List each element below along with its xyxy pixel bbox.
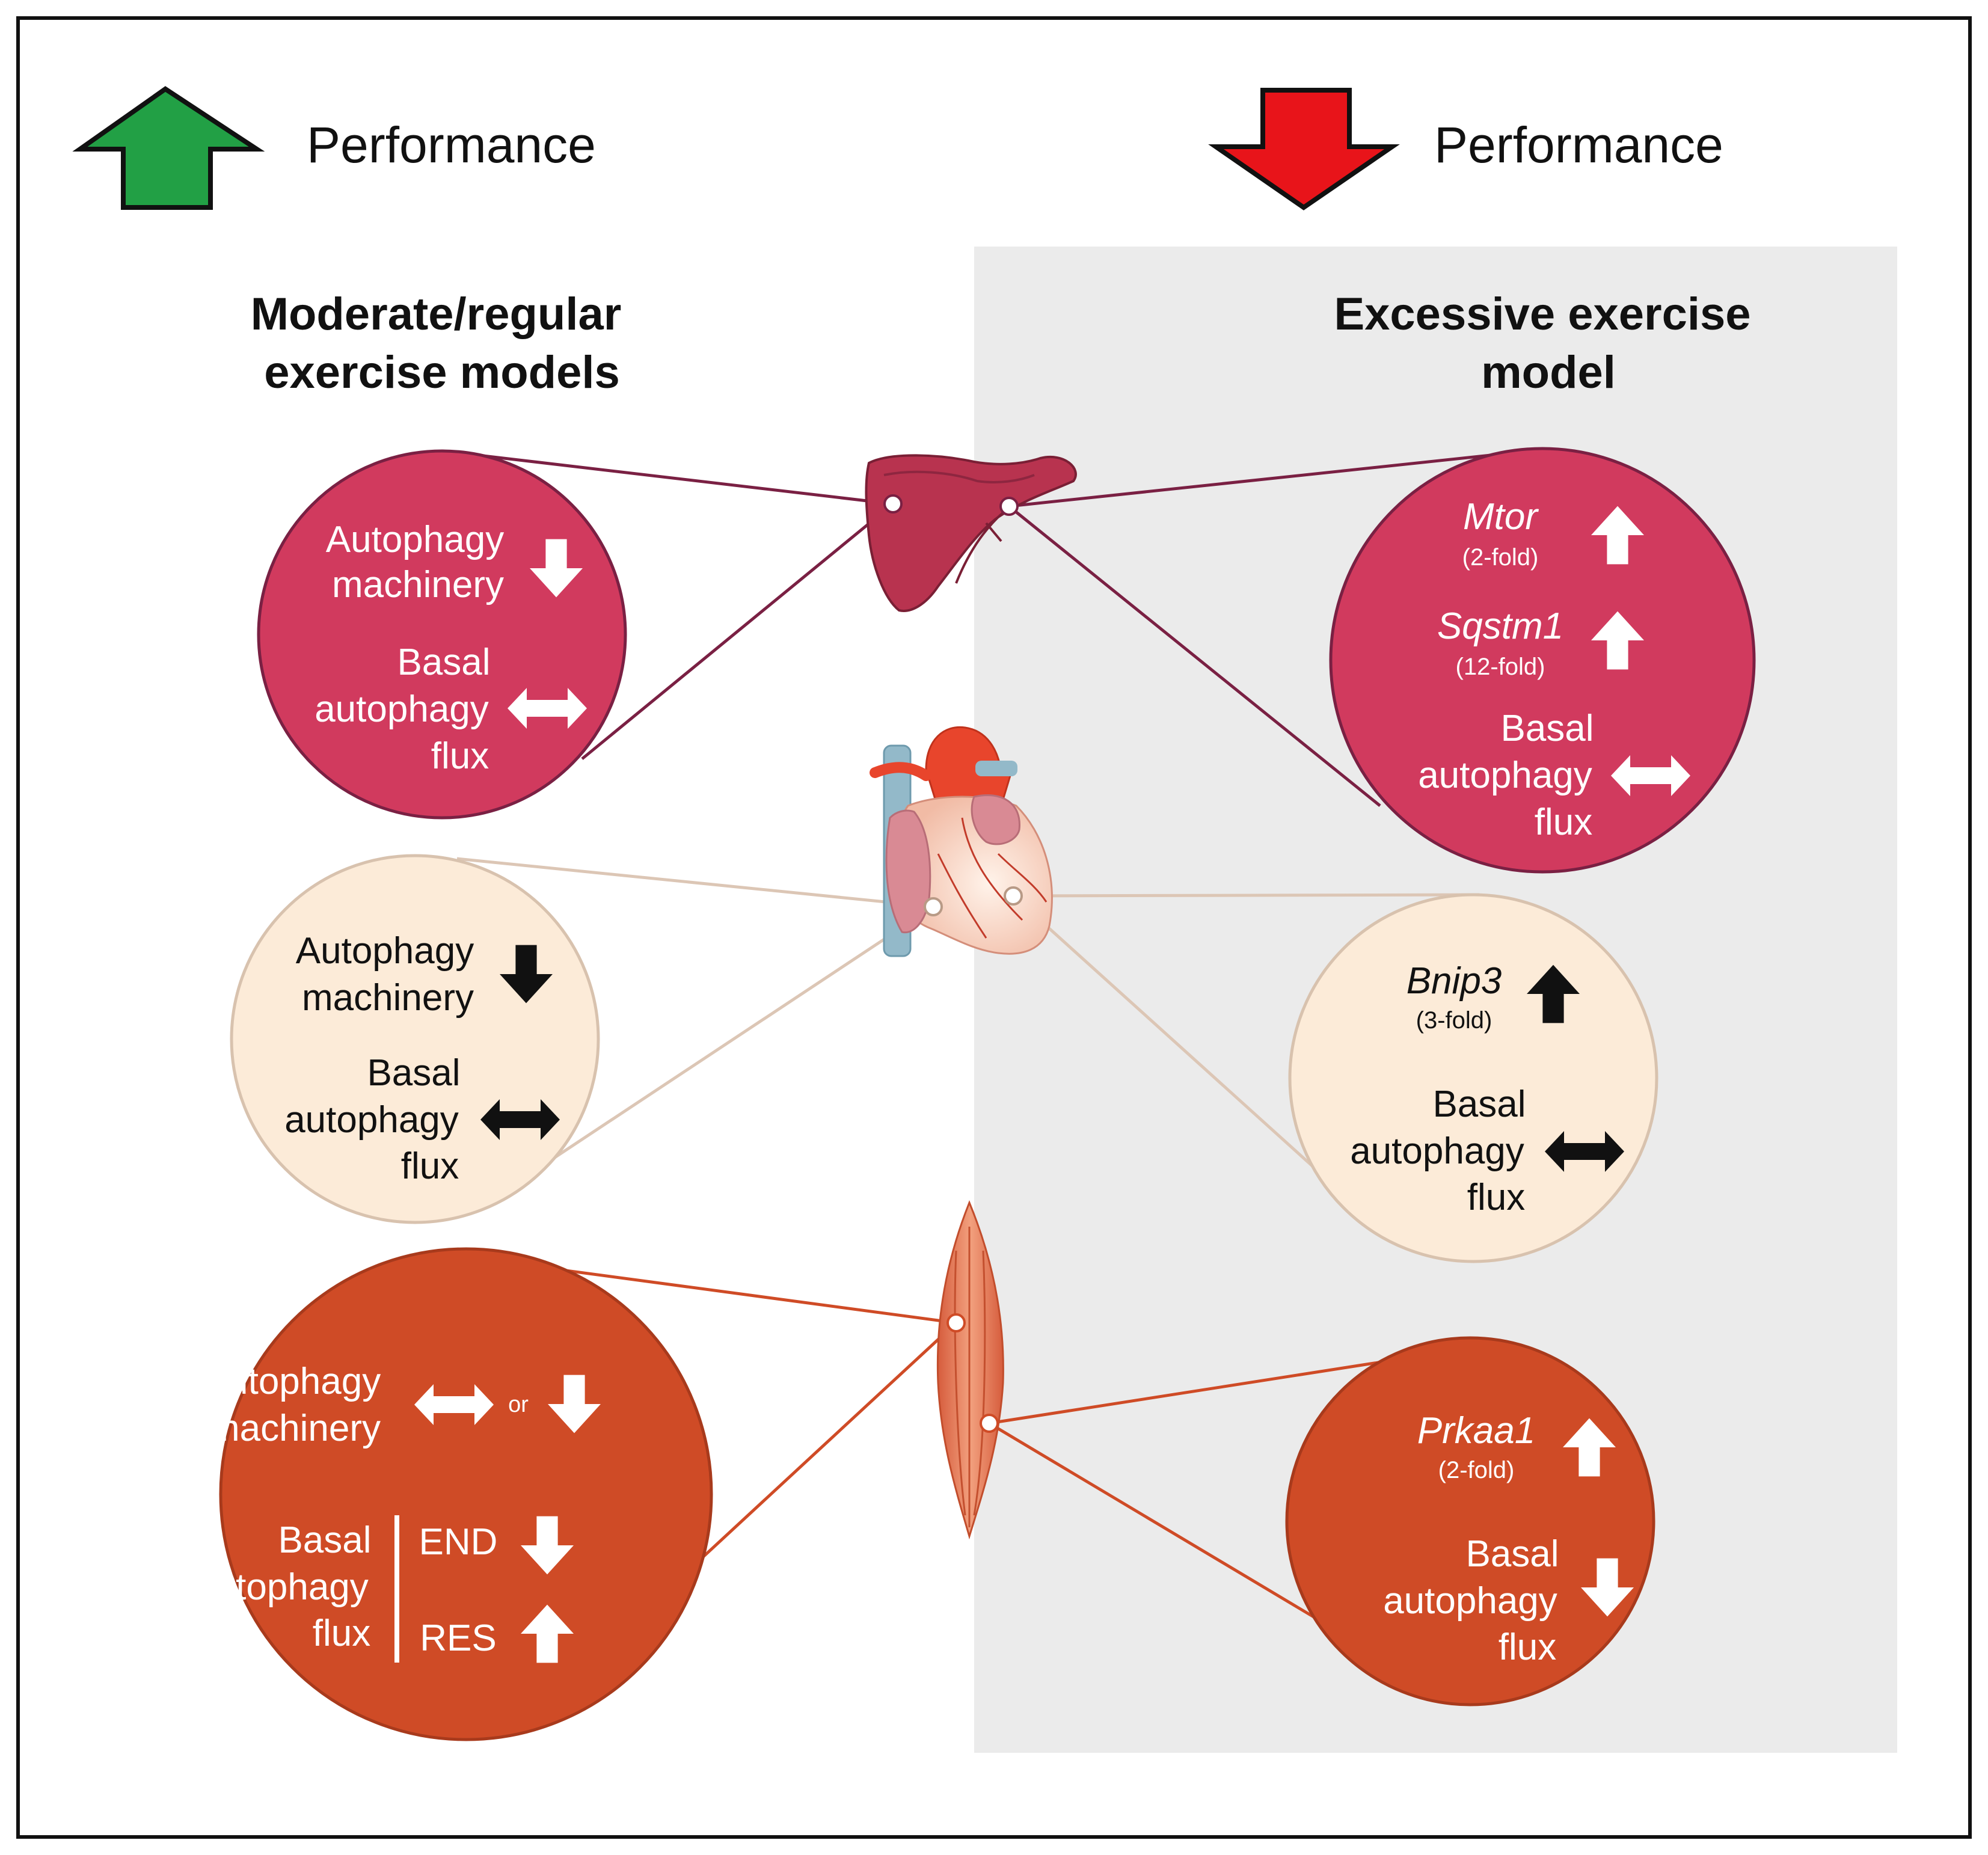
muscle-right-gene-fold: (2-fold)	[1438, 1457, 1515, 1483]
muscle-left-res-label: RES	[420, 1617, 496, 1659]
liver-right-gene2-fold: (12-fold)	[1456, 654, 1545, 680]
right-column-title-line2: model	[1481, 347, 1616, 398]
performance-down-arrow-icon	[1208, 88, 1400, 210]
right-column-title-line1: Excessive exercise	[1334, 289, 1750, 340]
liver-right-gene1-fold: (2-fold)	[1462, 544, 1539, 571]
performance-down-label: Performance	[1434, 117, 1723, 173]
heart-left-machinery-line1: Autophagy	[296, 930, 474, 972]
muscle-right-flux-line1: Basal	[1465, 1533, 1559, 1575]
muscle-left-end-label: END	[419, 1521, 498, 1563]
heart-left-flux-line3: flux	[401, 1145, 459, 1187]
heart-right-flux-line1: Basal	[1432, 1084, 1526, 1125]
liver-connectors	[441, 449, 1531, 807]
muscle-left-flux-line3: flux	[313, 1613, 370, 1654]
heart-connectors	[456, 857, 1480, 1177]
muscle-left-or: or	[508, 1392, 529, 1417]
left-column-title-line1: Moderate/regular	[251, 289, 622, 340]
heart-right-flux-line2: autophagy	[1350, 1130, 1524, 1172]
liver-right-circle	[1329, 447, 1756, 874]
liver-right-gene2: Sqstm1	[1437, 606, 1563, 647]
muscle-right-flux-line2: autophagy	[1383, 1580, 1557, 1622]
heart-illustration	[870, 726, 1053, 957]
liver-left-flux-line3: flux	[431, 735, 489, 777]
heart-right-flux-line3: flux	[1467, 1177, 1525, 1218]
left-column-title-line2: exercise models	[264, 347, 620, 398]
liver-right-flux-line3: flux	[1535, 802, 1592, 843]
muscle-left-circle	[219, 1247, 713, 1741]
muscle-right-circle	[1285, 1336, 1655, 1706]
heart-right-gene-fold: (3-fold)	[1416, 1007, 1493, 1034]
liver-illustration	[865, 454, 1077, 612]
muscle-illustration	[936, 1200, 1004, 1540]
heart-right-gene: Bnip3	[1407, 960, 1502, 1002]
liver-left-flux-line2: autophagy	[314, 688, 489, 730]
liver-left-flux-line1: Basal	[397, 642, 490, 683]
muscle-left-machinery-line2: machinery	[209, 1408, 381, 1449]
heart-left-machinery-line2: machinery	[302, 977, 474, 1019]
muscle-left-machinery-line1: Autophagy	[203, 1361, 381, 1402]
liver-right-flux-line1: Basal	[1500, 708, 1594, 749]
liver-left-machinery-line2: machinery	[332, 564, 504, 606]
heart-left-circle	[230, 854, 600, 1224]
muscle-left-flux-line2: autophagy	[194, 1566, 369, 1608]
liver-right-gene1: Mtor	[1463, 496, 1539, 538]
liver-left-circle	[257, 449, 627, 820]
liver-right-flux-line2: autophagy	[1418, 755, 1592, 796]
heart-left-flux-line2: autophagy	[284, 1099, 459, 1141]
performance-up-label: Performance	[307, 117, 596, 173]
figure-border	[16, 16, 1972, 1839]
muscle-right-flux-line3: flux	[1499, 1627, 1556, 1668]
muscle-left-flux-line1: Basal	[278, 1519, 371, 1561]
muscle-right-gene: Prkaa1	[1417, 1410, 1535, 1452]
heart-left-flux-line1: Basal	[367, 1052, 460, 1094]
liver-left-machinery-line1: Autophagy	[326, 519, 504, 560]
performance-up-arrow-icon	[72, 86, 265, 210]
